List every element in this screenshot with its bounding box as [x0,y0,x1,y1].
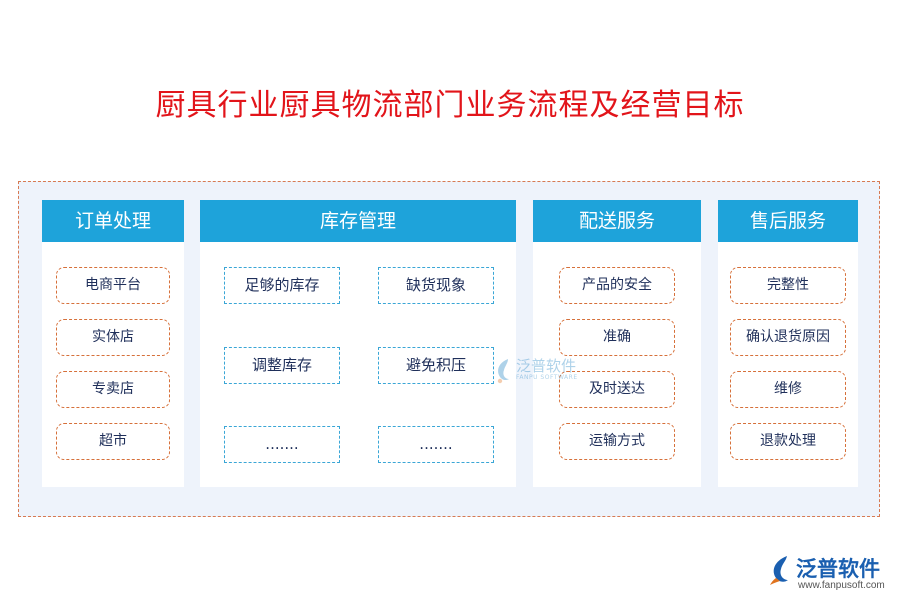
watermark-sub: FANPU SOFTWARE [516,374,578,381]
list-item: 超市 [56,423,170,460]
list-item: 专卖店 [56,371,170,408]
list-item: 及时送达 [559,371,675,408]
panel-header: 配送服务 [533,200,701,242]
list-item: 维修 [730,371,846,408]
list-item: 产品的安全 [559,267,675,304]
list-item: 足够的库存 [224,267,340,304]
list-item: ....... [224,426,340,463]
list-item: 电商平台 [56,267,170,304]
list-item: 完整性 [730,267,846,304]
panel-header: 库存管理 [200,200,516,242]
watermark-name: 泛普软件 [516,357,577,375]
list-item: 运输方式 [559,423,675,460]
logo-url: www.fanpusoft.com [798,580,885,591]
list-item: 准确 [559,319,675,356]
list-item: 调整库存 [224,347,340,384]
list-item: 缺货现象 [378,267,494,304]
panel-inventory-management: 库存管理 足够的库存 缺货现象 调整库存 避免积压 ....... ......… [200,200,516,487]
list-item: 避免积压 [378,347,494,384]
watermark: 泛普软件 FANPU SOFTWARE [494,355,594,387]
list-item: 确认退货原因 [730,319,846,356]
panel-order-processing: 订单处理 电商平台 实体店 专卖店 超市 [42,200,184,487]
brand-logo: 泛普软件 www.fanpusoft.com [768,550,893,594]
panel-after-sales-service: 售后服务 完整性 确认退货原因 维修 退款处理 [718,200,858,487]
panel-header: 售后服务 [718,200,858,242]
list-item: 退款处理 [730,423,846,460]
page-title: 厨具行业厨具物流部门业务流程及经营目标 [155,88,745,123]
list-item: ....... [378,426,494,463]
list-item: 实体店 [56,319,170,356]
fanpu-logo-icon [770,556,788,585]
panel-header: 订单处理 [42,200,184,242]
panel-delivery-service: 配送服务 产品的安全 准确 及时送达 运输方式 [533,200,701,487]
fanpu-logo-icon [497,359,509,384]
logo-name: 泛普软件 [796,557,880,581]
